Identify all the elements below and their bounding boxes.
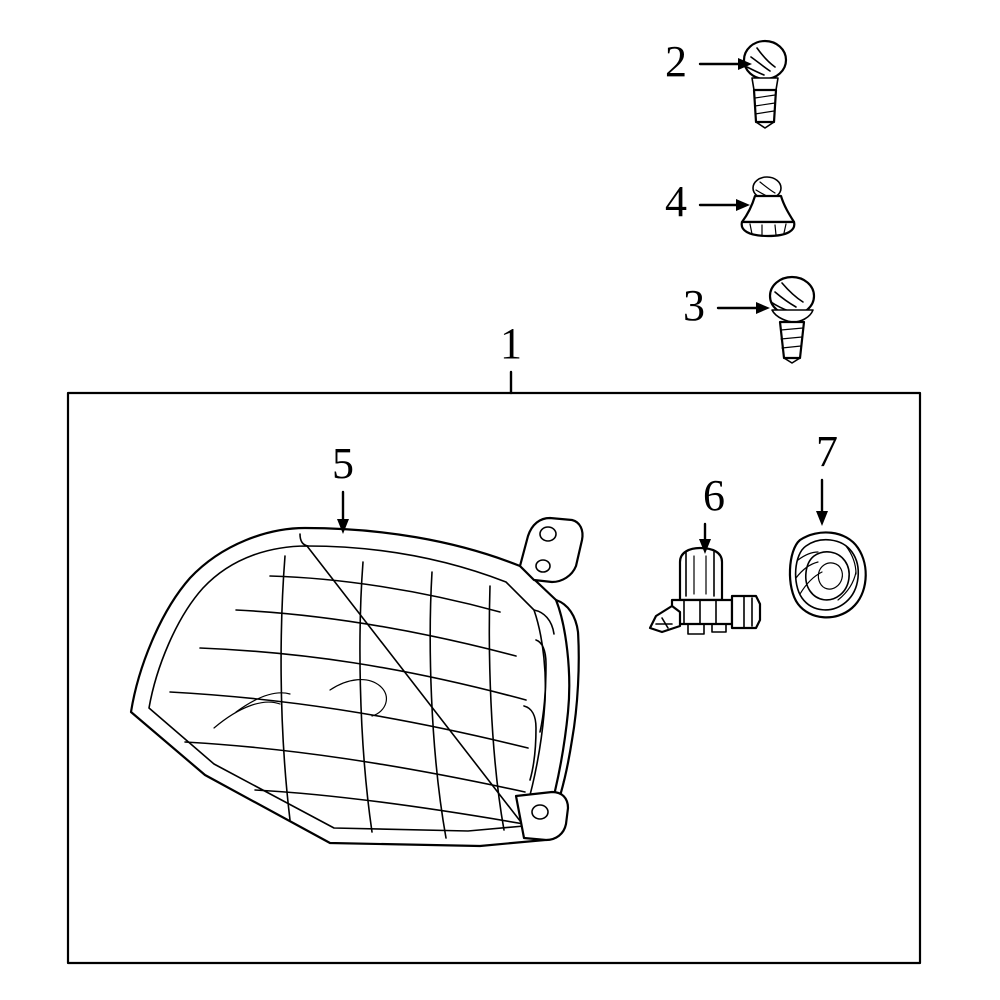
part-bulb-6	[648, 546, 762, 635]
callout-4: 4	[665, 177, 750, 226]
callout-3-label: 3	[683, 281, 705, 330]
callout-6-label: 6	[703, 471, 725, 520]
callout-5-label: 5	[332, 439, 354, 488]
part-retainer-4	[740, 176, 796, 238]
part-headlamp-lens-5	[129, 516, 584, 848]
callout-2-label: 2	[665, 37, 687, 86]
part-bolt-3	[768, 275, 816, 364]
part-screw-2	[742, 39, 788, 129]
part-bulb-cover-7	[788, 531, 867, 619]
callout-2: 2	[665, 37, 752, 86]
callout-7: 7	[816, 427, 838, 526]
callout-7-label: 7	[816, 427, 838, 476]
callout-5: 5	[332, 439, 354, 534]
callout-3: 3	[683, 281, 770, 330]
callout-1: 1	[500, 319, 522, 395]
callout-1-label: 1	[500, 319, 522, 368]
callout-4-label: 4	[665, 177, 687, 226]
assembly-box	[66, 391, 922, 965]
callout-6: 6	[699, 471, 725, 554]
